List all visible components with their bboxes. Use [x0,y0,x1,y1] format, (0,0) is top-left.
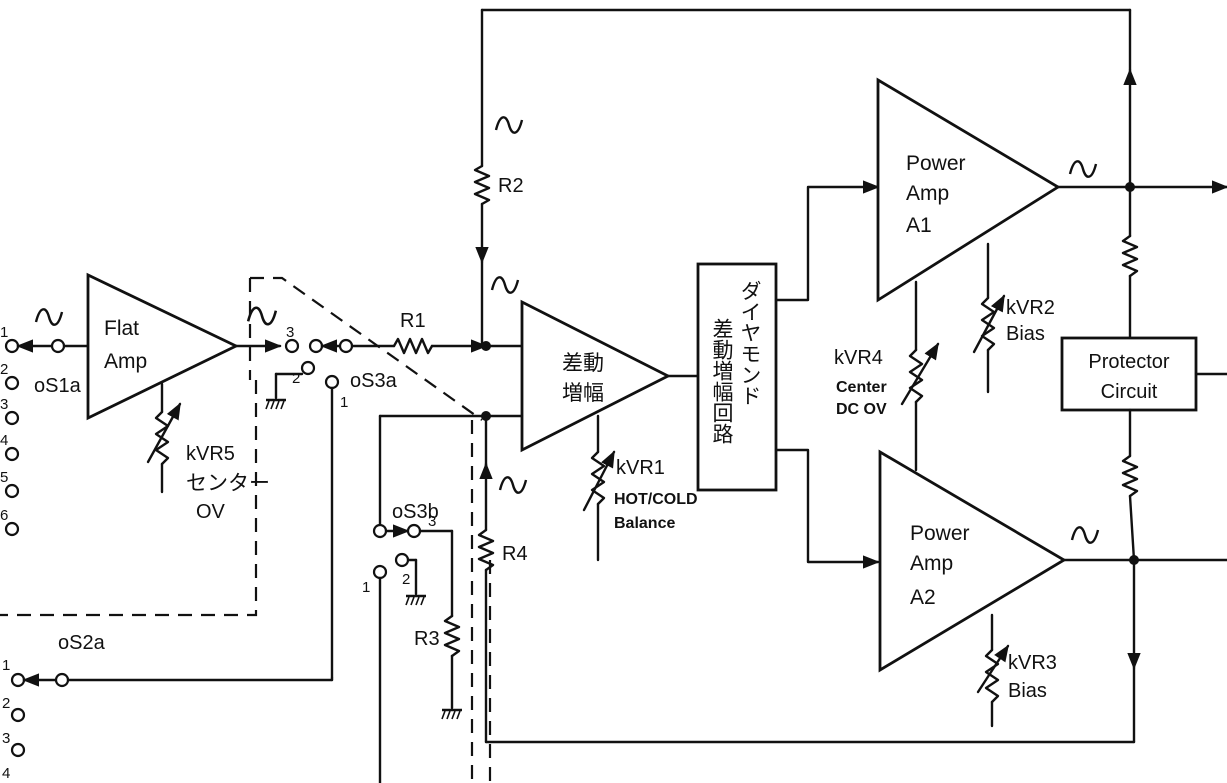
pa2-line1: Power [910,522,970,545]
s2a-pos-4: 4 [2,765,10,782]
protector-line1: Protector [1088,351,1169,373]
kvr4-trimmer: kVR4 Center DC OV [834,280,940,472]
sine-wave-icon [498,476,528,494]
s1a-terminal-3 [4,410,20,426]
kvr4-label: kVR4 [834,347,883,369]
pa1-line3: A1 [906,214,932,237]
s1a-pos-5: 5 [0,469,8,486]
s3a-pos-1: 1 [340,394,348,411]
s2a-pos-2: 2 [2,695,10,712]
diamond-line1: ダイヤモンド [738,280,762,406]
pa2-line2: Amp [910,552,953,575]
pa2-line3: A2 [910,586,936,609]
sine-wave-icon [1070,525,1100,545]
s1a-pos-6: 6 [0,507,8,524]
gang-link-top [250,276,483,421]
kvr1-sub1: HOT/COLD [614,491,698,508]
s3a-label: oS3a [350,370,398,392]
s1a-terminal-2 [4,375,20,391]
r2-label: R2 [498,175,524,197]
sine-wave-icon [490,276,520,294]
sine-wave-icon [1068,159,1098,179]
protector-line2: Circuit [1101,381,1158,403]
sine-wave-icon [494,116,524,134]
flat-amp-block: Flat Amp [86,272,240,421]
r3-label: R3 [414,628,440,650]
r1-label: R1 [400,310,426,332]
s2a-pos-3: 3 [2,730,10,747]
sine-wave-icon [246,306,278,326]
protector-circuit-block: Protector Circuit [1060,336,1198,412]
pa1-line1: Power [906,152,966,175]
differential-amp-block: 差動 増幅 [520,299,672,453]
kvr2-sub: Bias [1006,323,1045,345]
resistor-r3: R3 [414,614,464,721]
kvr5-label: kVR5 [186,443,235,465]
switch-s2a: oS2a 1 2 3 4 [2,632,334,782]
kvr5-sub1: センター [186,471,270,495]
kvr2-label: kVR2 [1006,297,1055,319]
s2a-label: oS2a [58,632,106,654]
kvr3-trimmer: kVR3 Bias [976,613,1057,728]
s2a-pos-1: 1 [2,657,10,674]
kvr1-label: kVR1 [616,457,665,479]
resistor-r4: R4 [477,528,1136,744]
diamond-diff-circuit-block: ダイヤモンド 差動増幅回路 [696,262,778,492]
s3a-pos-2: 2 [292,370,300,387]
s1a-pos-1: 1 [0,324,8,341]
pa1-line2: Amp [906,182,949,205]
power-amp-a2-block: Power Amp A2 [878,449,1067,673]
s3b-label: oS3b [392,501,439,523]
r4-label: R4 [502,543,528,565]
sine-wave-icon [34,308,64,326]
kvr3-sub: Bias [1008,680,1047,702]
s1a-pos-2: 2 [0,361,8,378]
s1a-terminal-5 [4,483,20,499]
s3a-pos-3: 3 [286,324,294,341]
switch-s3b: oS3b 3 2 1 [362,501,454,783]
s3b-pos-2: 2 [402,571,410,588]
s1a-pos-3: 3 [0,396,8,413]
kvr1-sub2: Balance [614,515,675,532]
diff-amp-line1: 差動 [562,351,604,375]
s3b-pos-3: 3 [428,513,436,530]
s1a-terminal-4 [4,446,20,462]
kvr4-sub2: DC OV [836,401,887,418]
diff-amp-line2: 増幅 [562,381,604,405]
s1a-pos-4: 4 [0,432,8,449]
switch-s1a: 1 2 3 4 5 6 oS1a [0,308,90,537]
kvr4-sub1: Center [836,379,887,396]
kvr5-sub2: OV [196,501,226,523]
switch-s3a: 3 2 1 oS3a [264,324,398,680]
kvr3-label: kVR3 [1008,652,1057,674]
s1a-label: oS1a [34,375,82,397]
kvr2-trimmer: kVR2 Bias [972,242,1055,394]
kvr1-trimmer: kVR1 HOT/COLD Balance [582,414,698,562]
resistor-r1: R1 [350,310,488,355]
flat-amp-line1: Flat [104,317,139,340]
s1a-terminal-1 [4,338,20,354]
power-amp-a1-block: Power Amp A1 [876,77,1061,303]
kvr5-trimmer: kVR5 センター OV [146,382,270,523]
diamond-line2: 差動増幅回路 [710,318,734,444]
gang-link-left [0,278,258,617]
feedback-top: R2 [473,8,1132,348]
s3b-pos-1: 1 [362,579,370,596]
flat-amp-line2: Amp [104,350,147,373]
s1a-terminal-6 [4,521,20,537]
